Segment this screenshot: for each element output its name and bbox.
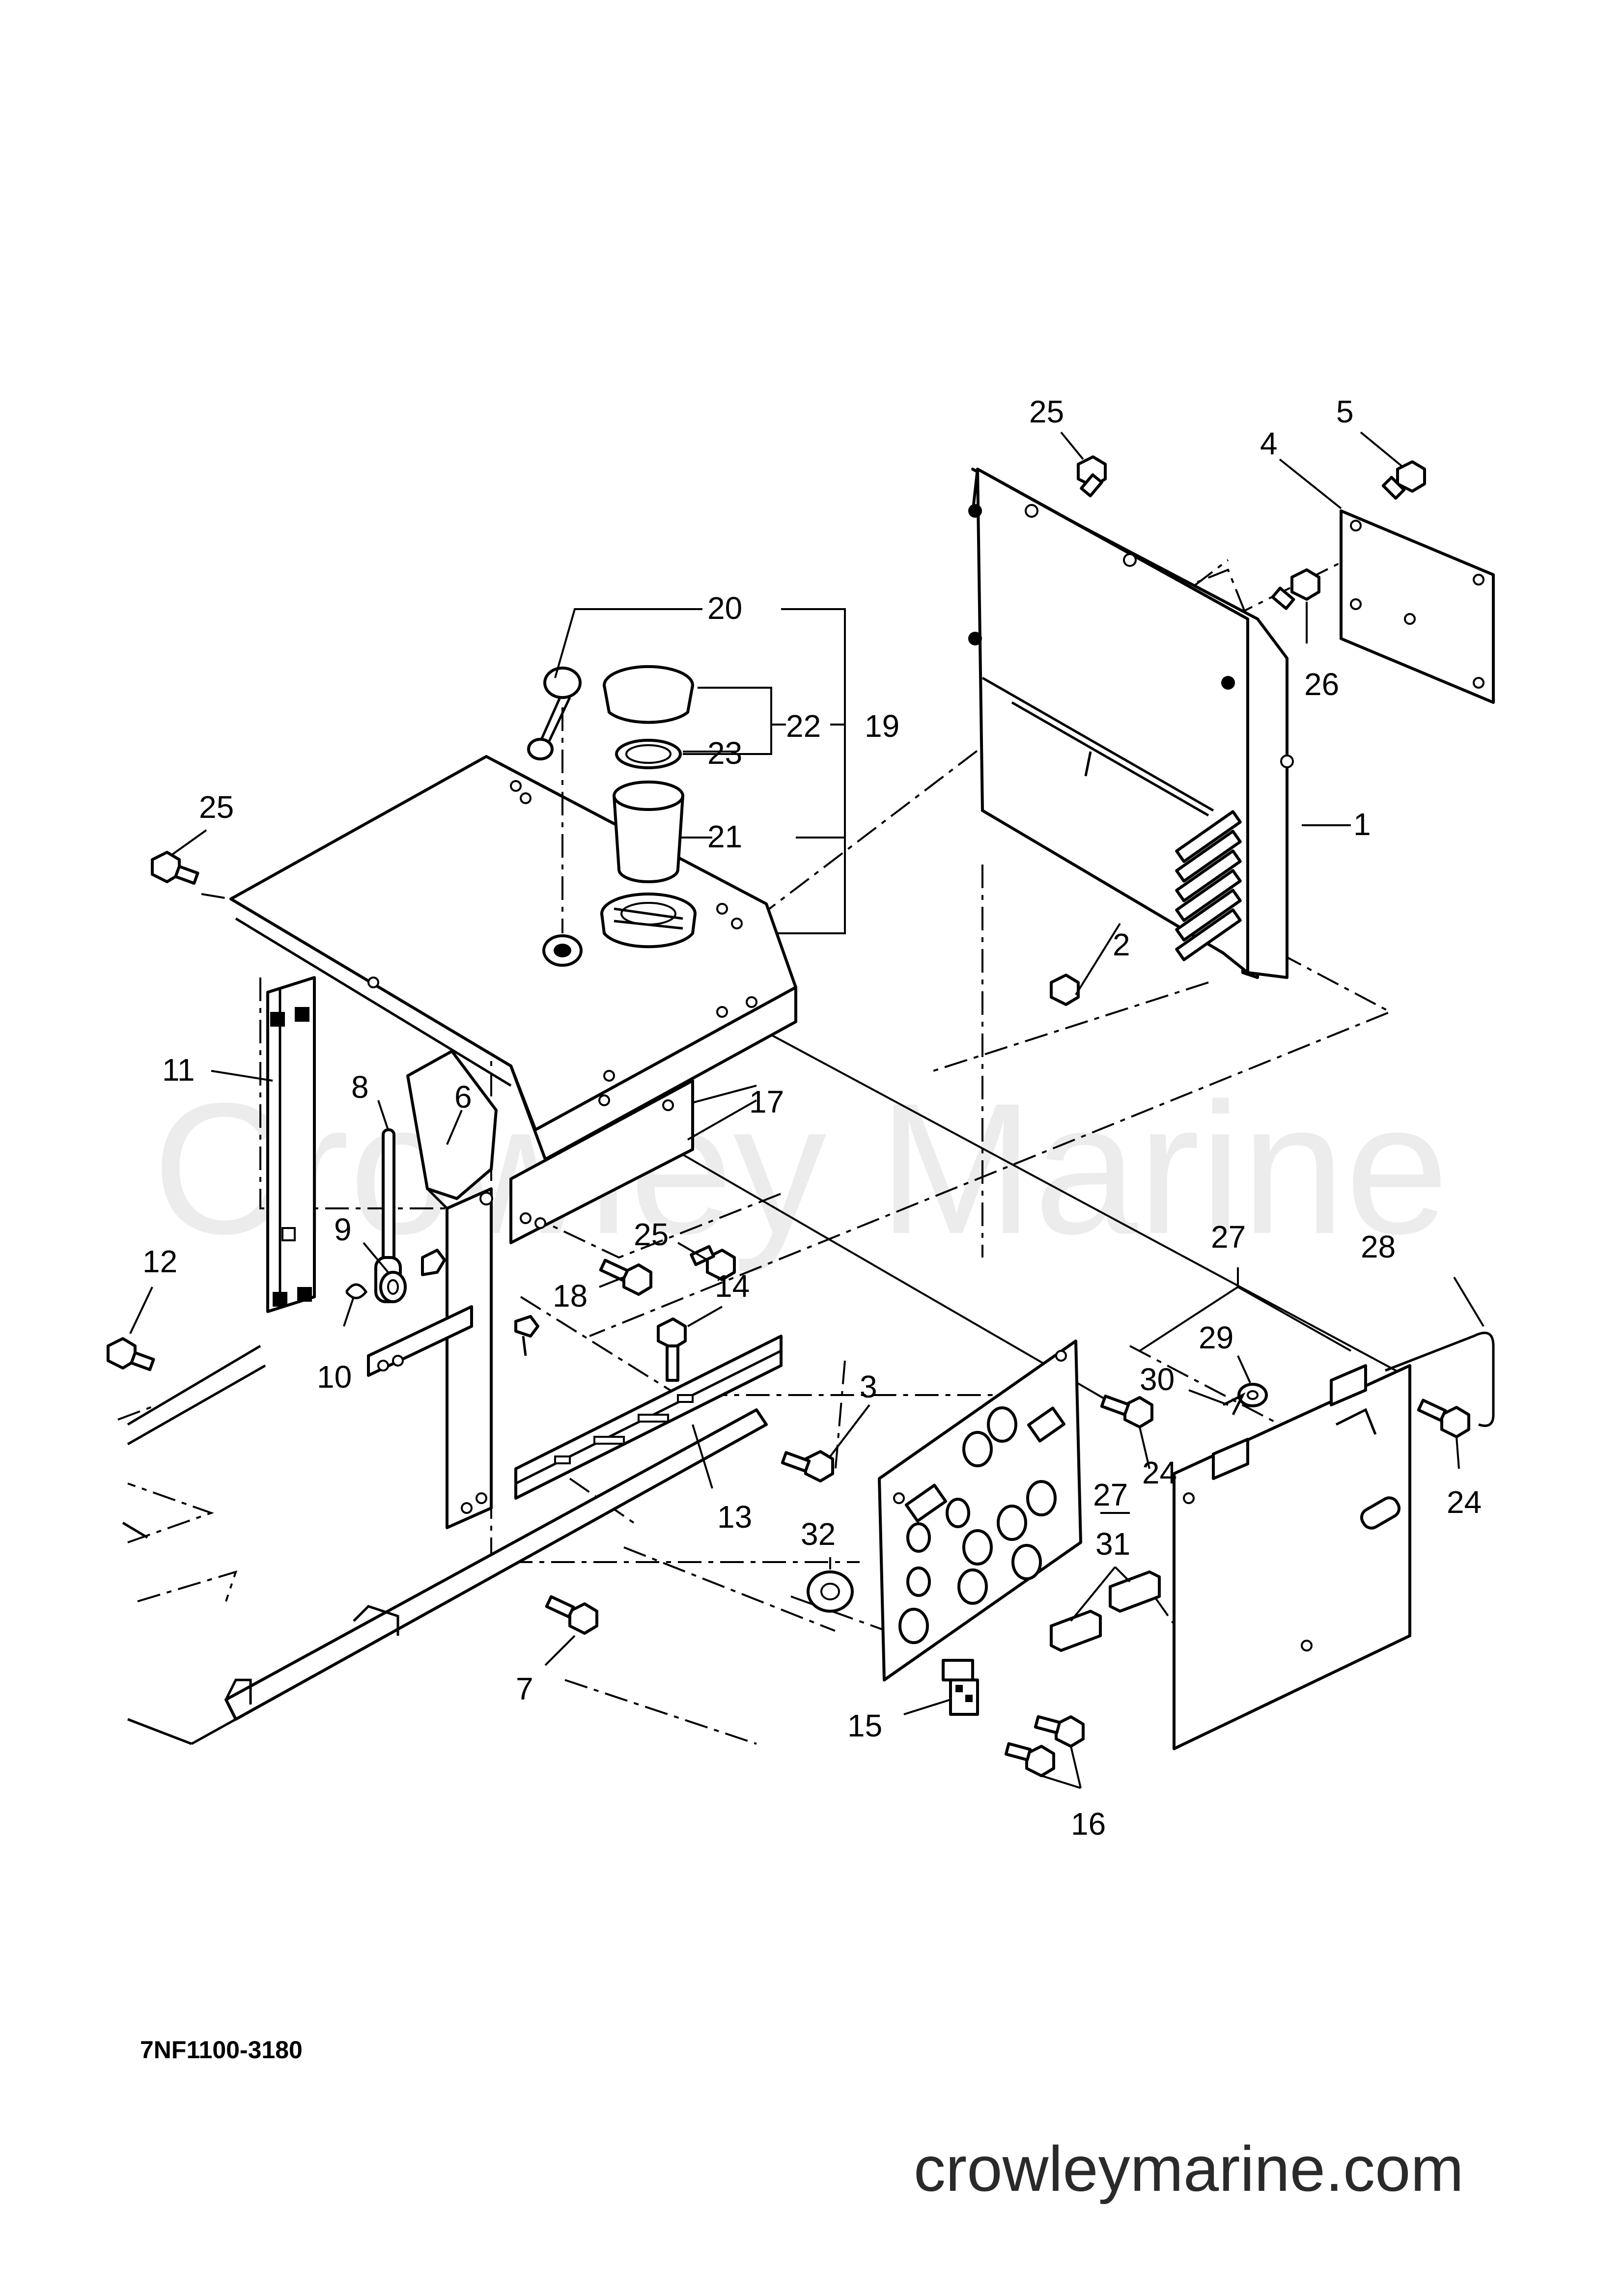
callout-22: 22: [786, 708, 821, 744]
bolts: [107, 455, 1470, 1777]
callout-30: 30: [1140, 1362, 1175, 1397]
callout-19: 19: [865, 708, 899, 744]
callout-5: 5: [1336, 394, 1354, 429]
callout-2: 2: [1113, 927, 1130, 962]
rubber-blocks: [1050, 1570, 1161, 1652]
bolt-14: [657, 1317, 687, 1382]
bolt-18: [599, 1258, 652, 1296]
callout-27-top: 27: [1211, 1219, 1246, 1255]
bolt-3: [781, 1450, 834, 1482]
callout-25-left: 25: [199, 789, 234, 825]
callout-32: 32: [801, 1516, 836, 1552]
bolt-24-mid: [1100, 1395, 1153, 1428]
side-panel: [406, 1050, 498, 1529]
callout-10: 10: [317, 1359, 352, 1395]
callout-25-mid: 25: [634, 1217, 669, 1252]
vertical-bracket: [266, 976, 316, 1313]
bolt-5: [1381, 460, 1426, 500]
callout-11: 11: [162, 1052, 195, 1088]
callout-labels: 1 2 3 4 5 6 7 8 9 10 11 12 13 14 15 16 1…: [142, 394, 1482, 1842]
bolt-25-top: [1077, 455, 1107, 498]
connector-block: [949, 1678, 979, 1716]
control-panel: [878, 1340, 1082, 1681]
bolt-7: [545, 1595, 598, 1635]
bolt-24-right: [1417, 1398, 1470, 1438]
callout-1: 1: [1353, 807, 1371, 842]
callout-9: 9: [334, 1212, 352, 1247]
callout-31: 31: [1095, 1526, 1130, 1562]
callout-12: 12: [142, 1244, 177, 1279]
base-rail: [122, 1305, 783, 1745]
cover-plate: [1340, 509, 1495, 704]
fuel-cap-assembly: [527, 665, 697, 967]
assembly-guide-lines: [117, 549, 1393, 1745]
watermark: Crowley Marine: [152, 1064, 1449, 1274]
support-rod: [1385, 1331, 1495, 1427]
hinges: [1212, 1364, 1367, 1480]
bolt-26: [1271, 568, 1320, 610]
callout-16: 16: [1071, 1806, 1106, 1842]
side-cover: [1173, 1364, 1411, 1750]
callout-13: 13: [717, 1499, 752, 1535]
rod-assembly: [345, 1128, 446, 1303]
callout-15: 15: [847, 1708, 882, 1743]
callout-24-mid: 24: [1142, 1455, 1177, 1490]
callout-8: 8: [351, 1069, 369, 1105]
callout-25-top: 25: [1029, 394, 1064, 429]
callout-6: 6: [454, 1079, 472, 1115]
callout-14: 14: [715, 1268, 750, 1304]
vent-slots: [1175, 810, 1242, 961]
callout-27-group: 27: [1093, 1477, 1128, 1512]
bolt-25-left: [151, 851, 199, 885]
callout-21: 21: [707, 819, 742, 854]
rear-panel: [968, 468, 1294, 979]
callout-18: 18: [553, 1278, 588, 1314]
bolt-16-a: [1034, 1715, 1085, 1748]
bolt-12: [107, 1337, 155, 1371]
bolt-16-b: [1004, 1742, 1055, 1777]
callout-20: 20: [707, 590, 742, 626]
nut-2: [1050, 974, 1080, 1006]
leader-lines: [129, 431, 1484, 1789]
screw-small: [514, 1315, 539, 1356]
callout-29: 29: [1199, 1320, 1233, 1355]
callout-3: 3: [860, 1369, 877, 1404]
callout-17: 17: [749, 1084, 784, 1119]
callout-28: 28: [1361, 1229, 1396, 1264]
grommet: [807, 1570, 854, 1613]
callout-26: 26: [1304, 667, 1339, 702]
callout-4: 4: [1260, 426, 1278, 461]
bolt-25-mid: [690, 1245, 736, 1281]
website-url: crowleymarine.com: [914, 2133, 1464, 2205]
mount-plate: [509, 1079, 694, 1244]
drawing-code: 7NF1100-3180: [140, 2036, 303, 2064]
callout-24-right: 24: [1447, 1484, 1482, 1520]
callout-23: 23: [707, 735, 742, 771]
callout-7: 7: [516, 1671, 533, 1706]
